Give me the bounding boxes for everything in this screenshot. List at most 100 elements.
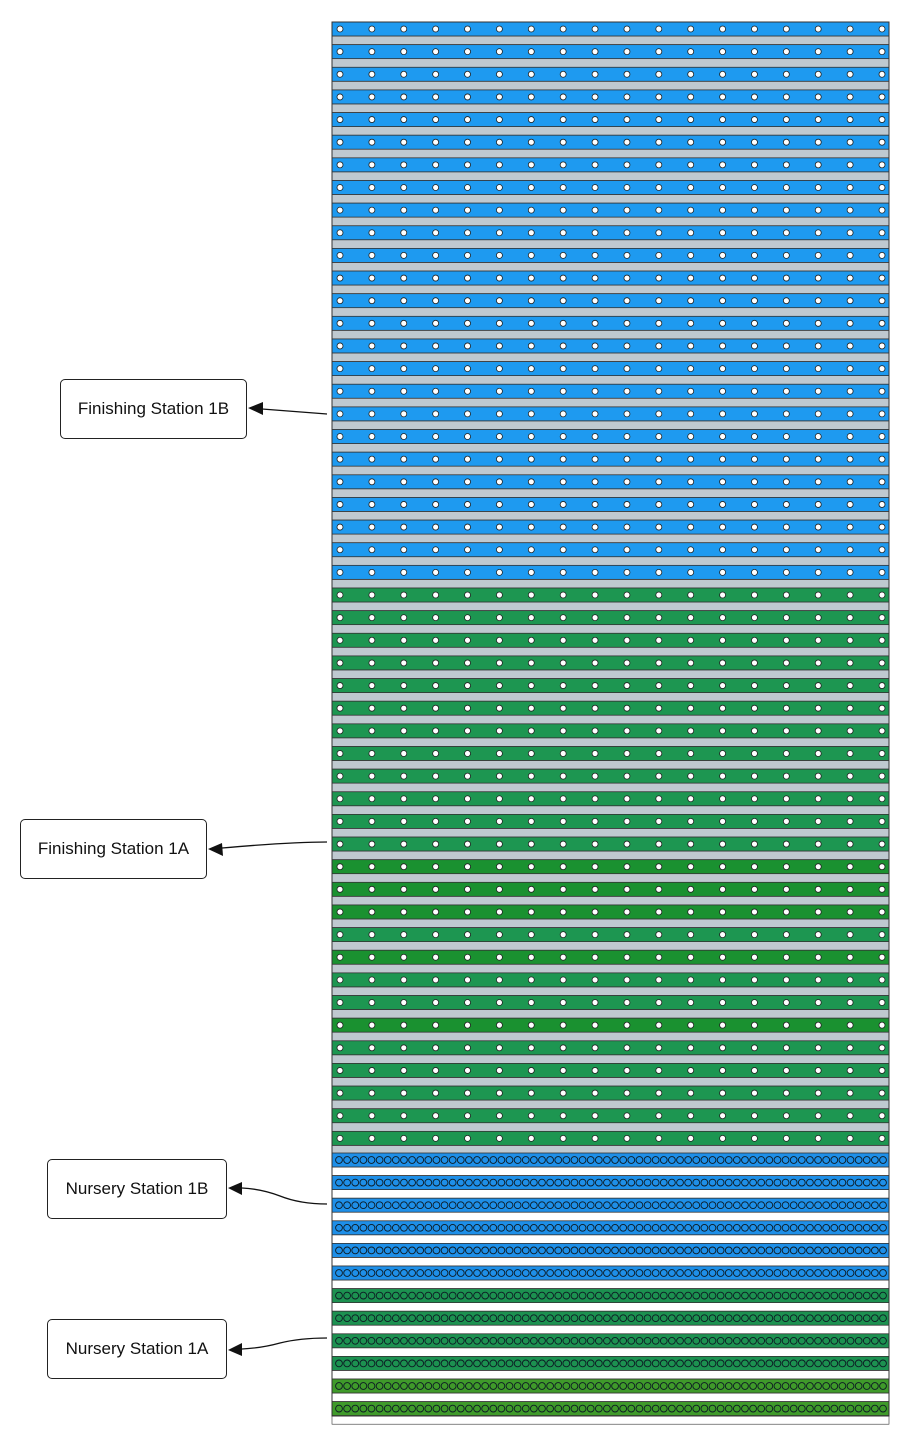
plant-site [505, 1314, 514, 1323]
plant-site [554, 1246, 563, 1255]
plant-site [782, 161, 790, 169]
plant-site [496, 455, 503, 463]
plant-site [336, 614, 344, 622]
plant-site [521, 1359, 530, 1368]
plant-site [554, 1291, 563, 1300]
plant-site [651, 1314, 660, 1323]
plant-site [623, 931, 631, 938]
plant-site [846, 229, 854, 237]
plant-site [505, 1246, 514, 1255]
plant-site [751, 478, 758, 486]
plant-site [368, 818, 376, 825]
plant-site [719, 931, 726, 938]
plant-site [336, 251, 344, 259]
plant-site [505, 1156, 514, 1164]
plant-site [432, 1089, 440, 1097]
plant-site [497, 1223, 506, 1232]
plant-site [368, 999, 376, 1006]
arrow-finishing-1b [261, 408, 328, 415]
plant-site [527, 410, 535, 418]
plant-site [440, 1314, 449, 1323]
plant-site [719, 161, 726, 169]
plant-site [708, 1156, 717, 1164]
plant-site [619, 1178, 628, 1187]
plant-site [521, 1291, 530, 1300]
plant-site [424, 1246, 433, 1255]
plant-site [400, 387, 408, 395]
plant-site [603, 1382, 611, 1390]
plant-site [797, 1156, 806, 1164]
plant-site [496, 546, 503, 554]
plant-site [719, 342, 726, 350]
plant-site [782, 297, 790, 305]
plant-site [765, 1201, 774, 1210]
plant-site [335, 1156, 343, 1164]
plant-site [368, 1089, 376, 1097]
plant-site [708, 1314, 717, 1323]
plant-site [456, 1359, 465, 1368]
plant-site [559, 1021, 567, 1029]
plant-site [496, 840, 503, 848]
plant-site [336, 1067, 344, 1074]
plant-site [513, 1359, 522, 1368]
channel-gap [331, 465, 890, 476]
plant-site [751, 70, 758, 78]
plant-site [687, 274, 695, 282]
plant-site [724, 1336, 733, 1345]
plant-site [623, 591, 631, 599]
plant-site [623, 976, 631, 984]
plant-site [496, 863, 503, 871]
plant-site [806, 1246, 814, 1255]
plant-site [481, 1404, 489, 1413]
plant-site [797, 1246, 806, 1255]
plant-site [687, 772, 695, 780]
plant-site [336, 274, 344, 282]
plant-site [751, 568, 758, 576]
plant-site [765, 1223, 774, 1232]
plant-site [623, 546, 631, 554]
plant-site [367, 1201, 376, 1210]
plant-site [687, 682, 695, 689]
plant-site [846, 70, 854, 78]
plant-site [838, 1223, 847, 1232]
plant-site [336, 410, 344, 418]
plant-site [651, 1223, 660, 1232]
plant-site [719, 976, 726, 984]
plant-site [749, 1246, 757, 1255]
plant-site [578, 1314, 587, 1323]
plant-site [400, 885, 408, 893]
plant-site [733, 1359, 741, 1368]
grow-channel [331, 338, 890, 354]
plant-site [781, 1359, 790, 1368]
plant-site [400, 206, 408, 214]
plant-site [814, 931, 822, 938]
plant-site [578, 1382, 587, 1390]
plant-site [651, 1404, 660, 1413]
plant-site [383, 1359, 392, 1368]
plant-site [814, 1156, 822, 1164]
plant-site [368, 636, 376, 644]
plant-site [687, 976, 695, 984]
plant-site [623, 93, 631, 101]
plant-site [782, 274, 790, 282]
plant-site [432, 206, 440, 214]
plant-site [676, 1336, 684, 1345]
plant-site [432, 138, 440, 146]
plant-site [635, 1359, 644, 1368]
plant-site [655, 636, 663, 644]
plant-site [806, 1314, 814, 1323]
plant-site [496, 1089, 503, 1097]
plant-site [733, 1156, 741, 1164]
plant-site [878, 93, 886, 101]
plant-site [765, 1359, 774, 1368]
plant-site [513, 1223, 522, 1232]
plant-site [846, 1044, 854, 1052]
plant-site [408, 1156, 416, 1164]
plant-site [416, 1404, 425, 1413]
plant-site [751, 1067, 758, 1074]
plant-site [655, 840, 663, 848]
plant-site [781, 1223, 790, 1232]
plant-site [368, 1067, 376, 1074]
plant-site [878, 591, 886, 599]
plant-site [359, 1201, 368, 1210]
